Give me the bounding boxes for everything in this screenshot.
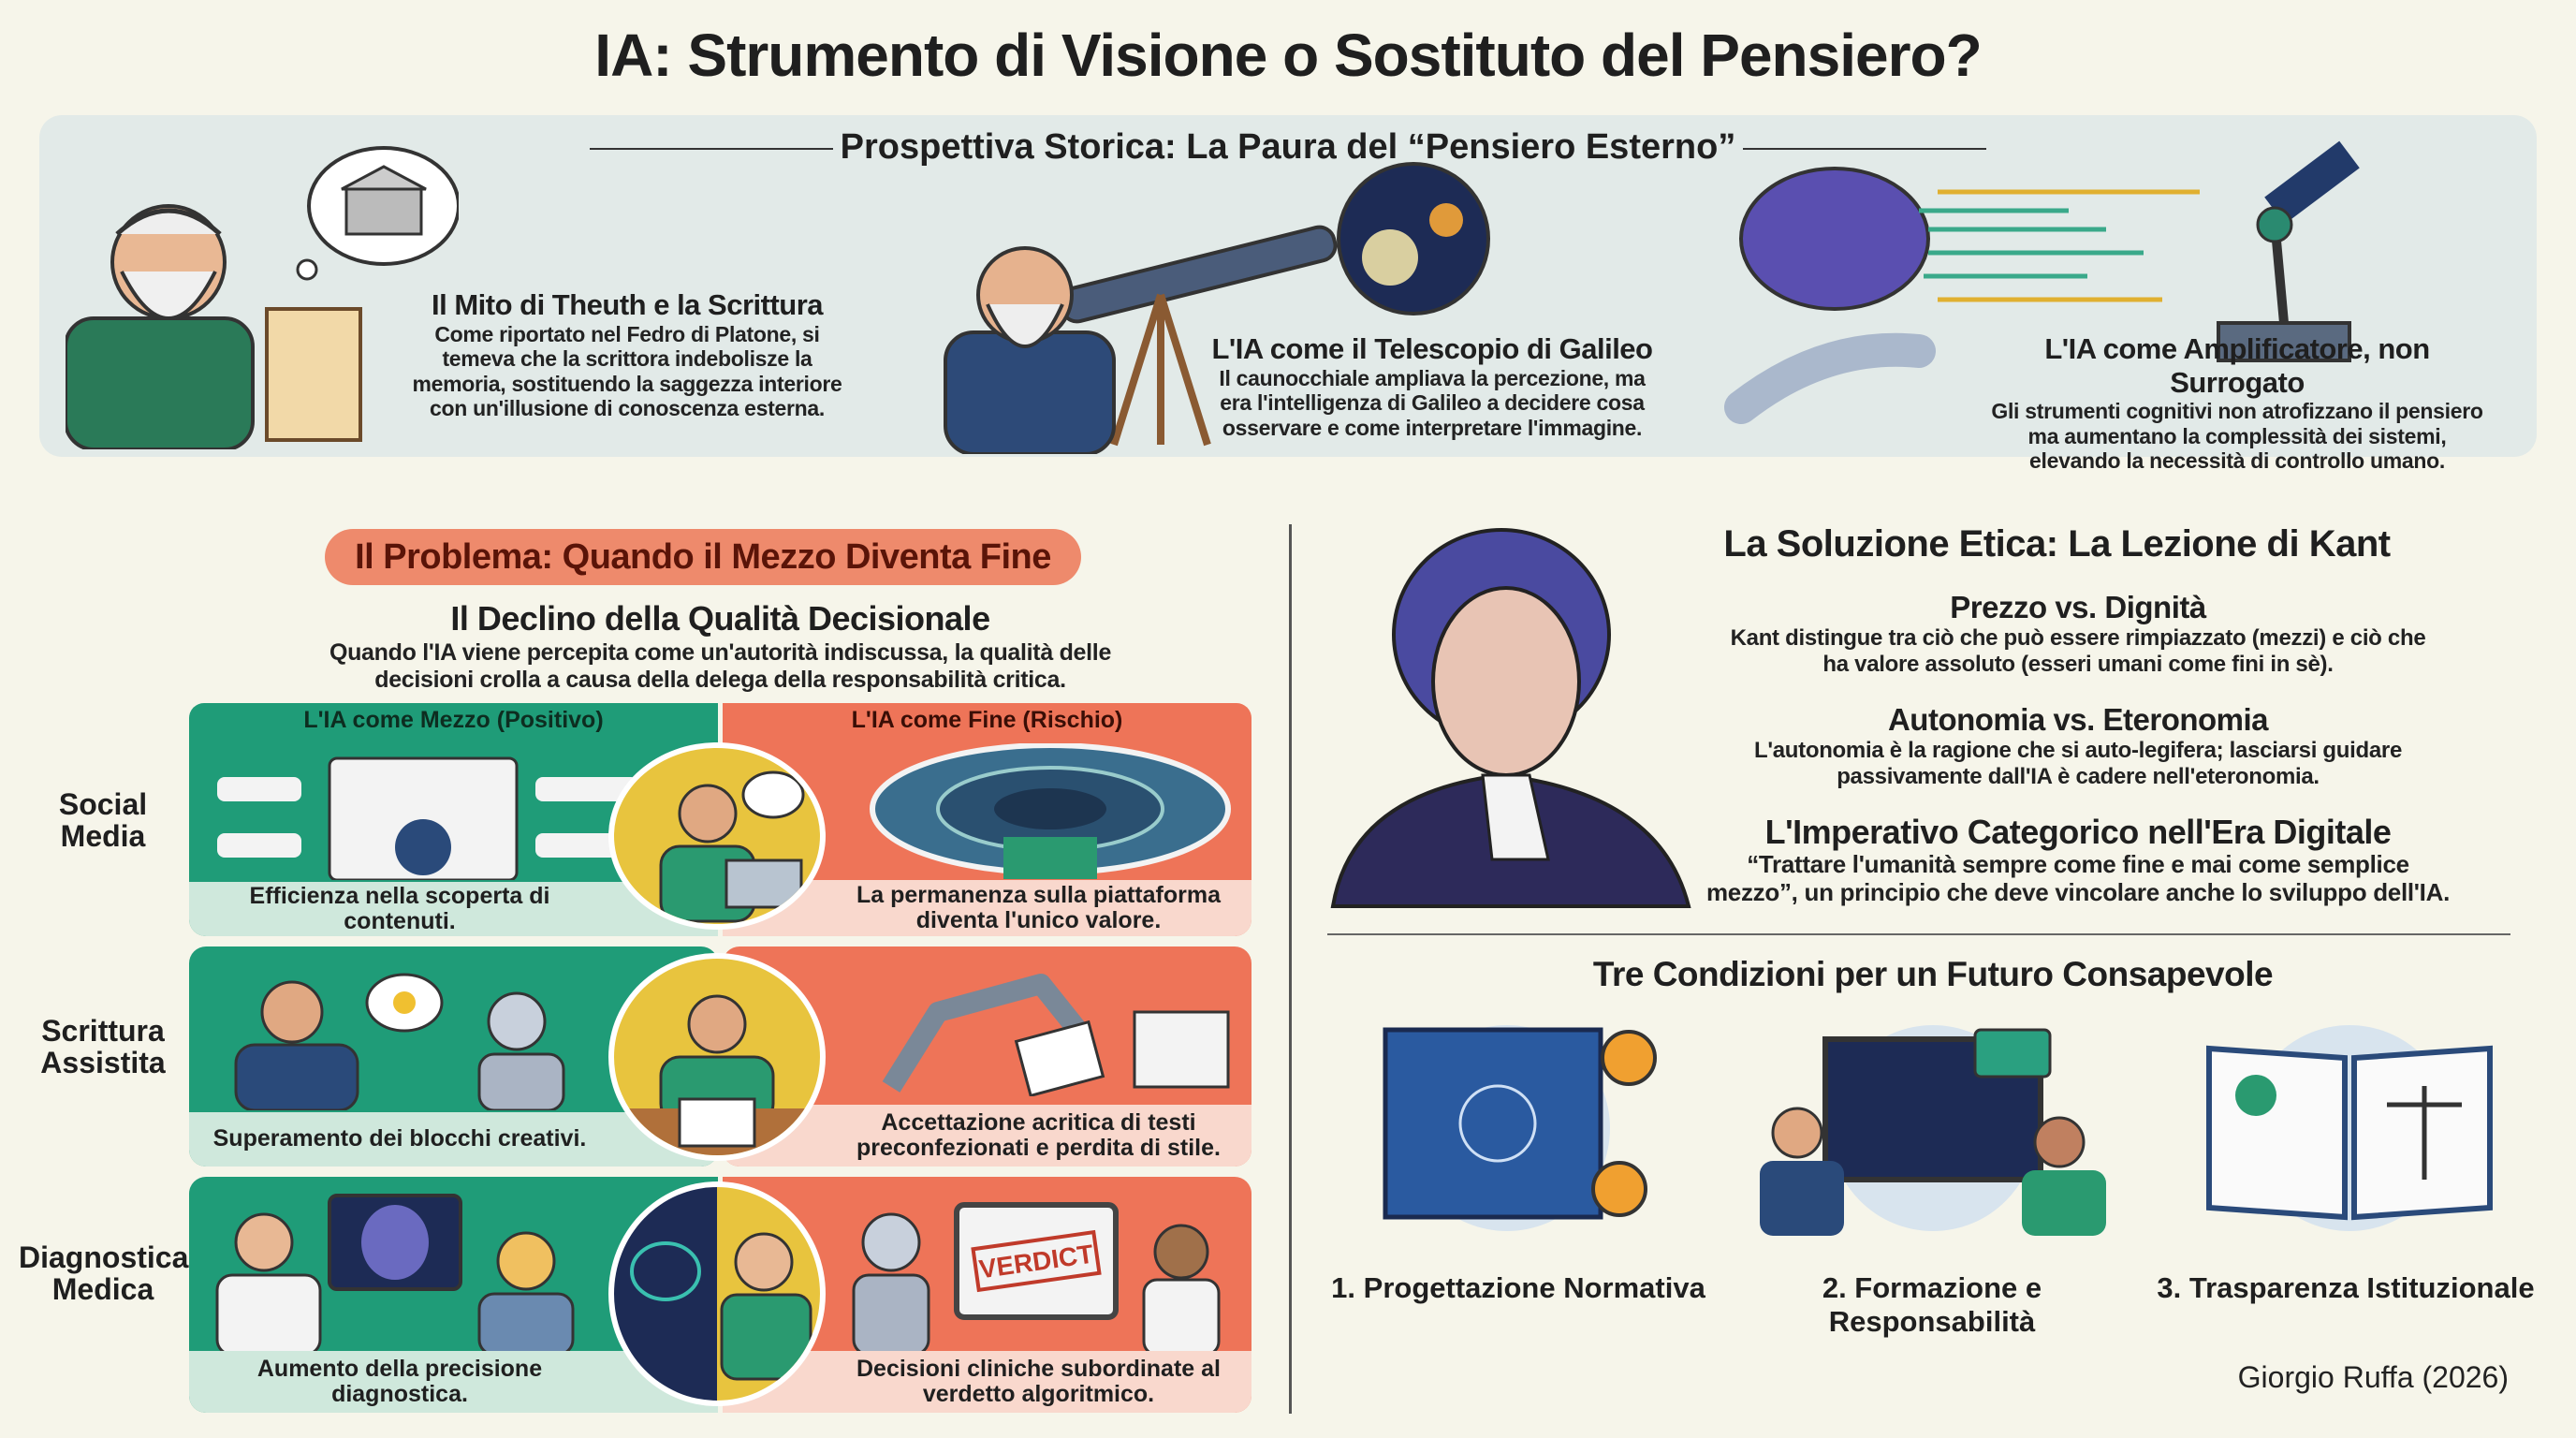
galileo-telescope-illustration xyxy=(944,162,1490,454)
screen-vortex-illustration xyxy=(870,743,1231,879)
writing-positive-caption: Superamento dei blocchi creativi. xyxy=(189,1112,718,1167)
medical-positive-cell: Aumento della precisione diagnostica. xyxy=(189,1177,718,1413)
author-credit: Giorgio Ruffa (2026) xyxy=(2237,1360,2509,1394)
history-band xyxy=(39,115,2537,457)
divider xyxy=(1327,933,2510,935)
robot-verdict-illustration: VERDICT xyxy=(852,1202,1221,1355)
divider xyxy=(590,148,833,150)
social-center-circle xyxy=(608,742,826,930)
solution-heading: La Soluzione Etica: La Lezione di Kant xyxy=(1723,523,2391,565)
doctor-patient-illustration xyxy=(215,1194,575,1355)
writing-risk-caption: Accettazione acritica di testi preconfez… xyxy=(723,1105,1251,1167)
kant-portrait xyxy=(1330,528,1691,908)
condition-item-3: 3. Trasparenza Istituzionale xyxy=(2157,1271,2535,1304)
history-item-text: Gli strumenti cognitivi non atrofizzano … xyxy=(1991,399,2483,474)
row-label-writing: Scrittura Assistita xyxy=(40,1014,166,1079)
row-label-social: Social Media xyxy=(58,787,148,853)
open-book-scales-icon xyxy=(2206,1025,2493,1231)
history-item-text: Come riportato nel Fedro di Platone, si … xyxy=(412,321,842,420)
problem-heading: Il Declino della Qualità Decisionale xyxy=(450,599,990,638)
divider xyxy=(1743,148,1986,150)
solution-item-title: Prezzo vs. Dignità xyxy=(1950,590,2206,624)
solution-item-price-dignity: Prezzo vs. Dignità Kant distingue tra ci… xyxy=(1704,590,2452,677)
solution-item-title: L'Imperativo Categorico nell'Era Digital… xyxy=(1764,813,2392,851)
social-positive-caption: Efficienza nella scoperta di contenuti. xyxy=(189,882,718,936)
history-heading: Prospettiva Storica: La Paura del “Pensi… xyxy=(840,127,1736,167)
problem-pill: Il Problema: Quando il Mezzo Diventa Fin… xyxy=(325,529,1081,585)
column-header-positive: L'IA come Mezzo (Positivo) xyxy=(189,703,718,737)
row-label-medical: Diagnostica Medica xyxy=(19,1240,189,1306)
condition-item-1: 1. Progettazione Normativa xyxy=(1331,1271,1705,1304)
solution-item-text: Kant distingue tra ciò che può essere ri… xyxy=(1730,624,2426,677)
writing-risk-cell: Accettazione acritica di testi preconfez… xyxy=(723,946,1251,1167)
brain-scan-patient-icon xyxy=(630,1232,812,1381)
solution-item-autonomy: Autonomia vs. Eteronomia L'autonomia è l… xyxy=(1704,702,2452,789)
section-divider xyxy=(1289,524,1292,1414)
solution-item-title: Autonomia vs. Eteronomia xyxy=(1887,702,2269,737)
plato-scroll-illustration xyxy=(66,146,459,449)
column-header-risk: L'IA come Fine (Rischio) xyxy=(723,703,1251,737)
solution-item-text: “Trattare l'umanità sempre come fine e m… xyxy=(1705,850,2450,907)
conditions-heading: Tre Condizioni per un Futuro Consapevole xyxy=(1592,955,2274,993)
content-feed-illustration xyxy=(217,756,638,880)
medical-center-circle xyxy=(608,1181,826,1406)
solution-section: La Soluzione Etica: La Lezione di Kant xyxy=(1685,522,2429,565)
history-item-theuth: Il Mito di Theuth e la Scrittura Come ri… xyxy=(402,288,852,420)
history-item-title: L'IA come Amplificatore, non Surrogato xyxy=(2044,332,2430,399)
person-writing-icon xyxy=(614,994,820,1155)
solution-item-text: L'autonomia è la ragione che si auto-leg… xyxy=(1753,737,2403,789)
robot-arm-papers-illustration xyxy=(882,974,1230,1096)
problem-intro: Il Declino della Qualità Decisionale Qua… xyxy=(189,599,1251,694)
writer-robot-illustration xyxy=(234,973,565,1110)
history-item-amplifier: L'IA come Amplificatore, non Surrogato G… xyxy=(1984,332,2490,474)
person-laptop-icon xyxy=(659,770,805,923)
history-item-title: Il Mito di Theuth e la Scrittura xyxy=(431,288,824,321)
brain-robot-hand-illustration xyxy=(1724,140,2360,424)
solution-item-imperative: L'Imperativo Categorico nell'Era Digital… xyxy=(1704,813,2452,907)
problem-text: Quando l'IA viene percepita come un'auto… xyxy=(329,639,1112,694)
page-title: IA: Strumento di Visione o Sostituto del… xyxy=(594,22,1982,89)
medical-risk-caption: Decisioni cliniche subordinate al verdet… xyxy=(723,1351,1251,1413)
history-item-title: L'IA come il Telescopio di Galileo xyxy=(1211,332,1653,365)
training-screen-icon xyxy=(1760,1025,2106,1236)
history-item-galileo: L'IA come il Telescopio di Galileo Il ca… xyxy=(1208,332,1657,440)
history-item-text: Il caunocchiale ampliava la percezione, … xyxy=(1219,365,1646,440)
conditions-section: Tre Condizioni per un Futuro Consapevole xyxy=(1404,955,2462,995)
condition-item-2: 2. Formazione e Responsabilità xyxy=(1822,1271,2042,1338)
writing-center-circle xyxy=(608,953,826,1161)
blueprint-gears-icon xyxy=(1383,1025,1657,1231)
social-risk-caption: La permanenza sulla piattaforma diventa … xyxy=(723,880,1251,936)
